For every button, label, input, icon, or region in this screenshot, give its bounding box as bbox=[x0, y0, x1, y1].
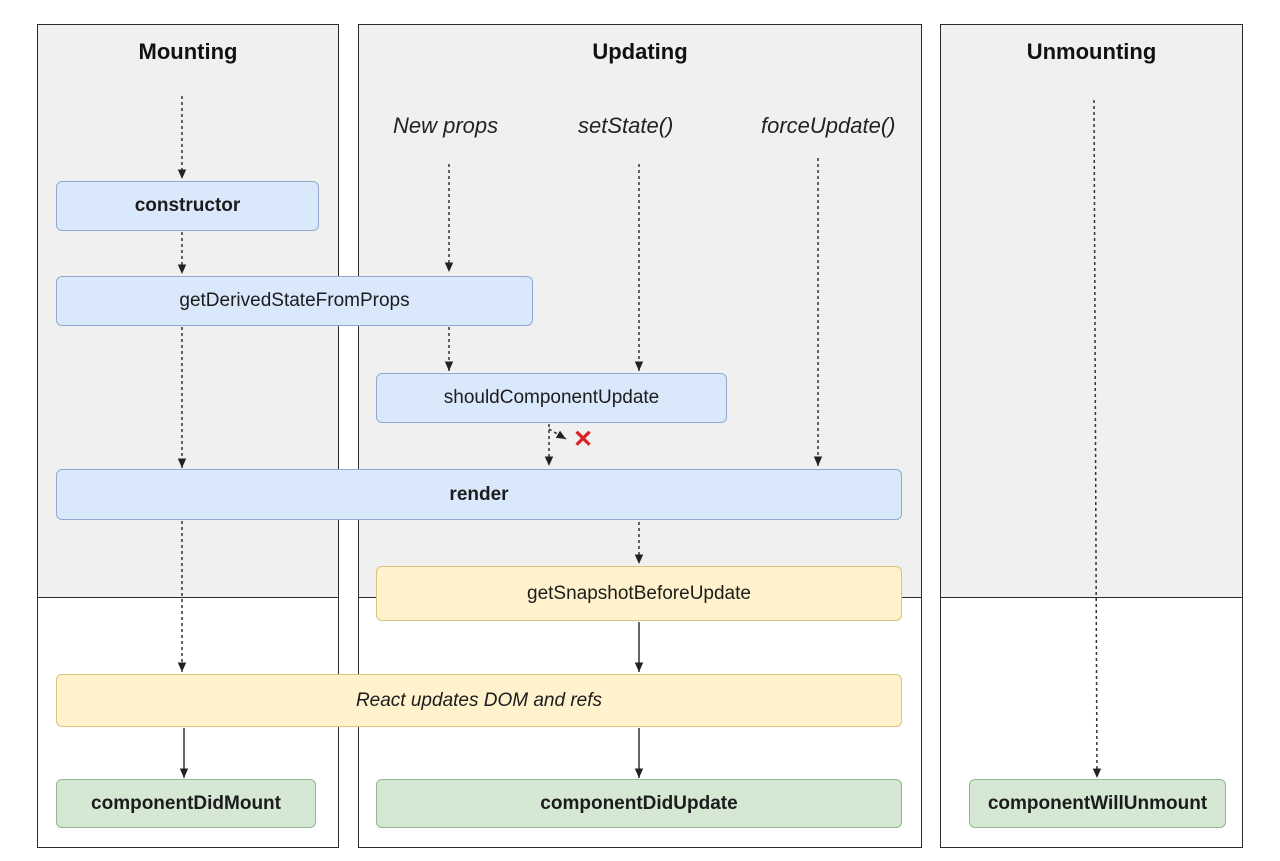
component-did-update-label: componentDidUpdate bbox=[540, 792, 738, 814]
get-derived-state-label: getDerivedStateFromProps bbox=[179, 290, 410, 311]
get-snapshot-box: getSnapshotBeforeUpdate bbox=[376, 566, 902, 621]
mounting-title: Mounting bbox=[138, 39, 238, 64]
get-derived-state-box: getDerivedStateFromProps bbox=[56, 276, 533, 326]
cross-icon: ✕ bbox=[573, 426, 594, 453]
dom-update-label: React updates DOM and refs bbox=[355, 689, 603, 711]
set-state-trigger: setState() bbox=[578, 113, 674, 138]
get-snapshot-label: getSnapshotBeforeUpdate bbox=[527, 582, 751, 604]
updating-title: Updating bbox=[592, 39, 688, 64]
unmounting-panel: Unmounting bbox=[940, 24, 1243, 848]
component-did-update-box: componentDidUpdate bbox=[376, 779, 902, 828]
constructor-label: constructor bbox=[134, 195, 241, 216]
dom-update-box: React updates DOM and refs bbox=[56, 674, 902, 727]
render-label: render bbox=[449, 483, 509, 505]
new-props-trigger: New props bbox=[393, 113, 499, 138]
should-component-update-label: shouldComponentUpdate bbox=[443, 387, 660, 408]
constructor-box: constructor bbox=[56, 181, 319, 231]
component-did-mount-label: componentDidMount bbox=[91, 792, 281, 814]
force-update-trigger: forceUpdate() bbox=[761, 113, 896, 138]
should-component-update-box: shouldComponentUpdate bbox=[376, 373, 727, 423]
component-did-mount-box: componentDidMount bbox=[56, 779, 316, 828]
component-will-unmount-box: componentWillUnmount bbox=[969, 779, 1226, 828]
render-box: render bbox=[56, 469, 902, 520]
unmounting-title: Unmounting bbox=[1026, 39, 1157, 64]
component-will-unmount-label: componentWillUnmount bbox=[987, 792, 1208, 814]
